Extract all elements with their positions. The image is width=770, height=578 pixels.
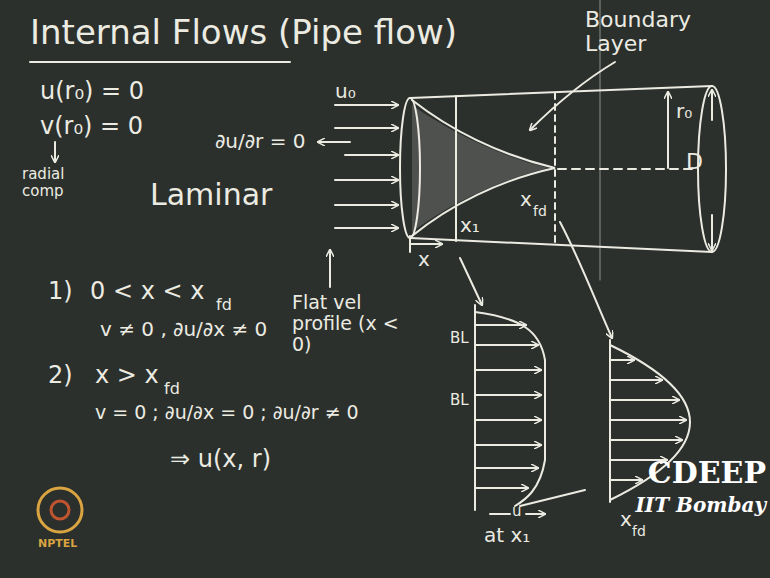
boundary-condition: v(r₀) = 0	[40, 113, 143, 139]
subscript: fd	[164, 380, 180, 398]
dimension-label: D	[686, 150, 703, 174]
watermark: IIT Bombay	[635, 494, 766, 516]
condition-label: v = 0 ; ∂u/∂x = 0 ; ∂u/∂r ≠ 0	[95, 402, 359, 423]
profile-label: BL	[450, 330, 469, 347]
position-label: x	[520, 188, 532, 210]
board-title: Internal Flows (Pipe flow)	[30, 14, 457, 51]
subscript: fd	[632, 524, 646, 539]
axis-label: u	[512, 503, 522, 520]
condition-label: 0 < x < x	[90, 278, 204, 304]
velocity-label: u₀	[335, 80, 356, 102]
note: radial comp	[22, 166, 82, 199]
subscript: fd	[216, 296, 232, 314]
condition-label: x > x	[95, 362, 159, 388]
item-number: 2)	[48, 362, 73, 388]
condition-label: v ≠ 0 , ∂u/∂x ≠ 0	[100, 318, 267, 340]
condition-label: ∂u/∂r = 0	[215, 130, 306, 152]
axis-label: x	[418, 248, 430, 270]
result-label: ⇒ u(x, r)	[170, 446, 271, 472]
position-label: at x₁	[484, 524, 530, 546]
dimension-label: r₀	[676, 100, 692, 122]
position-label: x₁	[460, 214, 480, 236]
flow-regime: Laminar	[150, 178, 272, 211]
callout-label: Boundary Layer	[585, 8, 710, 56]
position-label: x	[620, 508, 632, 530]
item-number: 1)	[48, 278, 73, 304]
note: Flat vel profile (x < 0)	[292, 292, 407, 355]
logo-text: NPTEL	[38, 538, 77, 550]
boundary-condition: u(r₀) = 0	[40, 78, 144, 104]
watermark: CDEEP	[648, 456, 766, 489]
subscript: fd	[533, 204, 547, 219]
profile-label: BL	[450, 392, 469, 409]
